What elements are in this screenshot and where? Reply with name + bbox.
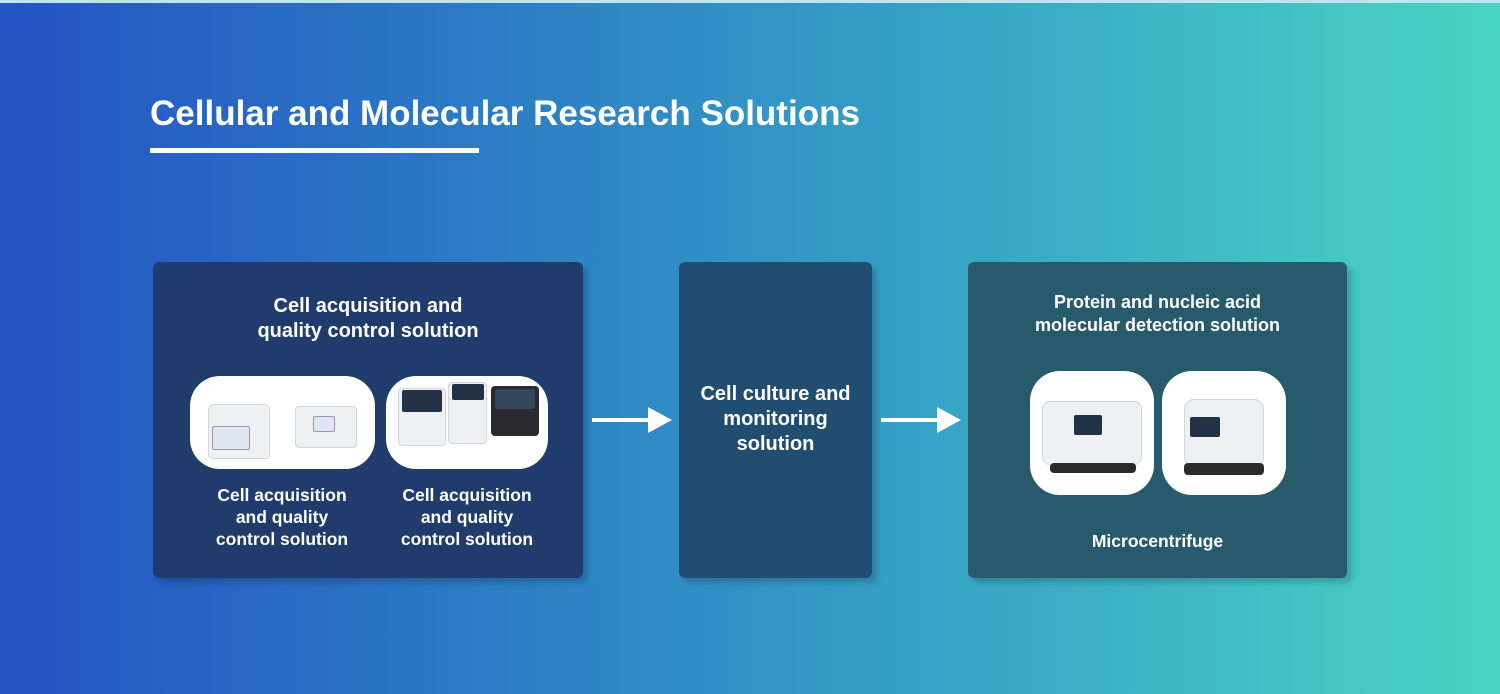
item-caption: Cell acquisition and quality control sol… — [193, 484, 371, 550]
product-image-microcentrifuge-2 — [1162, 371, 1286, 495]
device-screen — [452, 384, 484, 400]
caption-line: and quality — [235, 507, 329, 527]
device-screen — [1190, 417, 1220, 437]
device-base — [1184, 463, 1264, 475]
card-title-line: monitoring — [723, 408, 828, 430]
card-title: Protein and nucleic acid molecular detec… — [968, 291, 1347, 337]
card-title-line: Cell culture and — [700, 383, 851, 405]
card-cell-culture: Cell culture and monitoring solution — [679, 262, 872, 578]
card-title-line: Cell acquisition and — [273, 295, 463, 317]
top-border — [0, 0, 1500, 3]
product-image-cell-acquisition-2 — [386, 376, 548, 469]
card-title-line: Protein and nucleic acid — [1053, 292, 1262, 312]
card-title: Cell culture and monitoring solution — [679, 382, 872, 457]
card-protein-detection: Protein and nucleic acid molecular detec… — [968, 262, 1347, 578]
device-screen — [313, 416, 335, 432]
arrow-right-icon — [881, 407, 961, 433]
card-title-line: solution — [736, 433, 815, 455]
card-cell-acquisition: Cell acquisition and quality control sol… — [153, 262, 583, 578]
caption-line: Cell acquisition — [402, 485, 532, 505]
page-title: Cellular and Molecular Research Solution… — [150, 94, 860, 133]
caption-line: control solution — [215, 529, 349, 549]
device-screen — [212, 426, 250, 450]
device-screen — [402, 390, 442, 412]
caption-line: control solution — [400, 529, 534, 549]
caption-line: and quality — [420, 507, 514, 527]
card-title: Cell acquisition and quality control sol… — [153, 294, 583, 344]
title-underline — [150, 148, 479, 153]
microcentrifuge-caption: Microcentrifuge — [1091, 531, 1224, 551]
item-caption: Cell acquisition and quality control sol… — [378, 484, 556, 550]
device-base — [1050, 463, 1136, 473]
product-image-microcentrifuge-1 — [1030, 371, 1154, 495]
caption-line: Cell acquisition — [217, 485, 347, 505]
product-image-cell-acquisition-1 — [190, 376, 375, 469]
arrow-right-icon — [592, 407, 672, 433]
card-title-line: quality control solution — [257, 320, 479, 342]
device-screen — [1074, 415, 1102, 435]
device-screen — [495, 389, 535, 409]
card-title-line: molecular detection solution — [1034, 315, 1281, 335]
